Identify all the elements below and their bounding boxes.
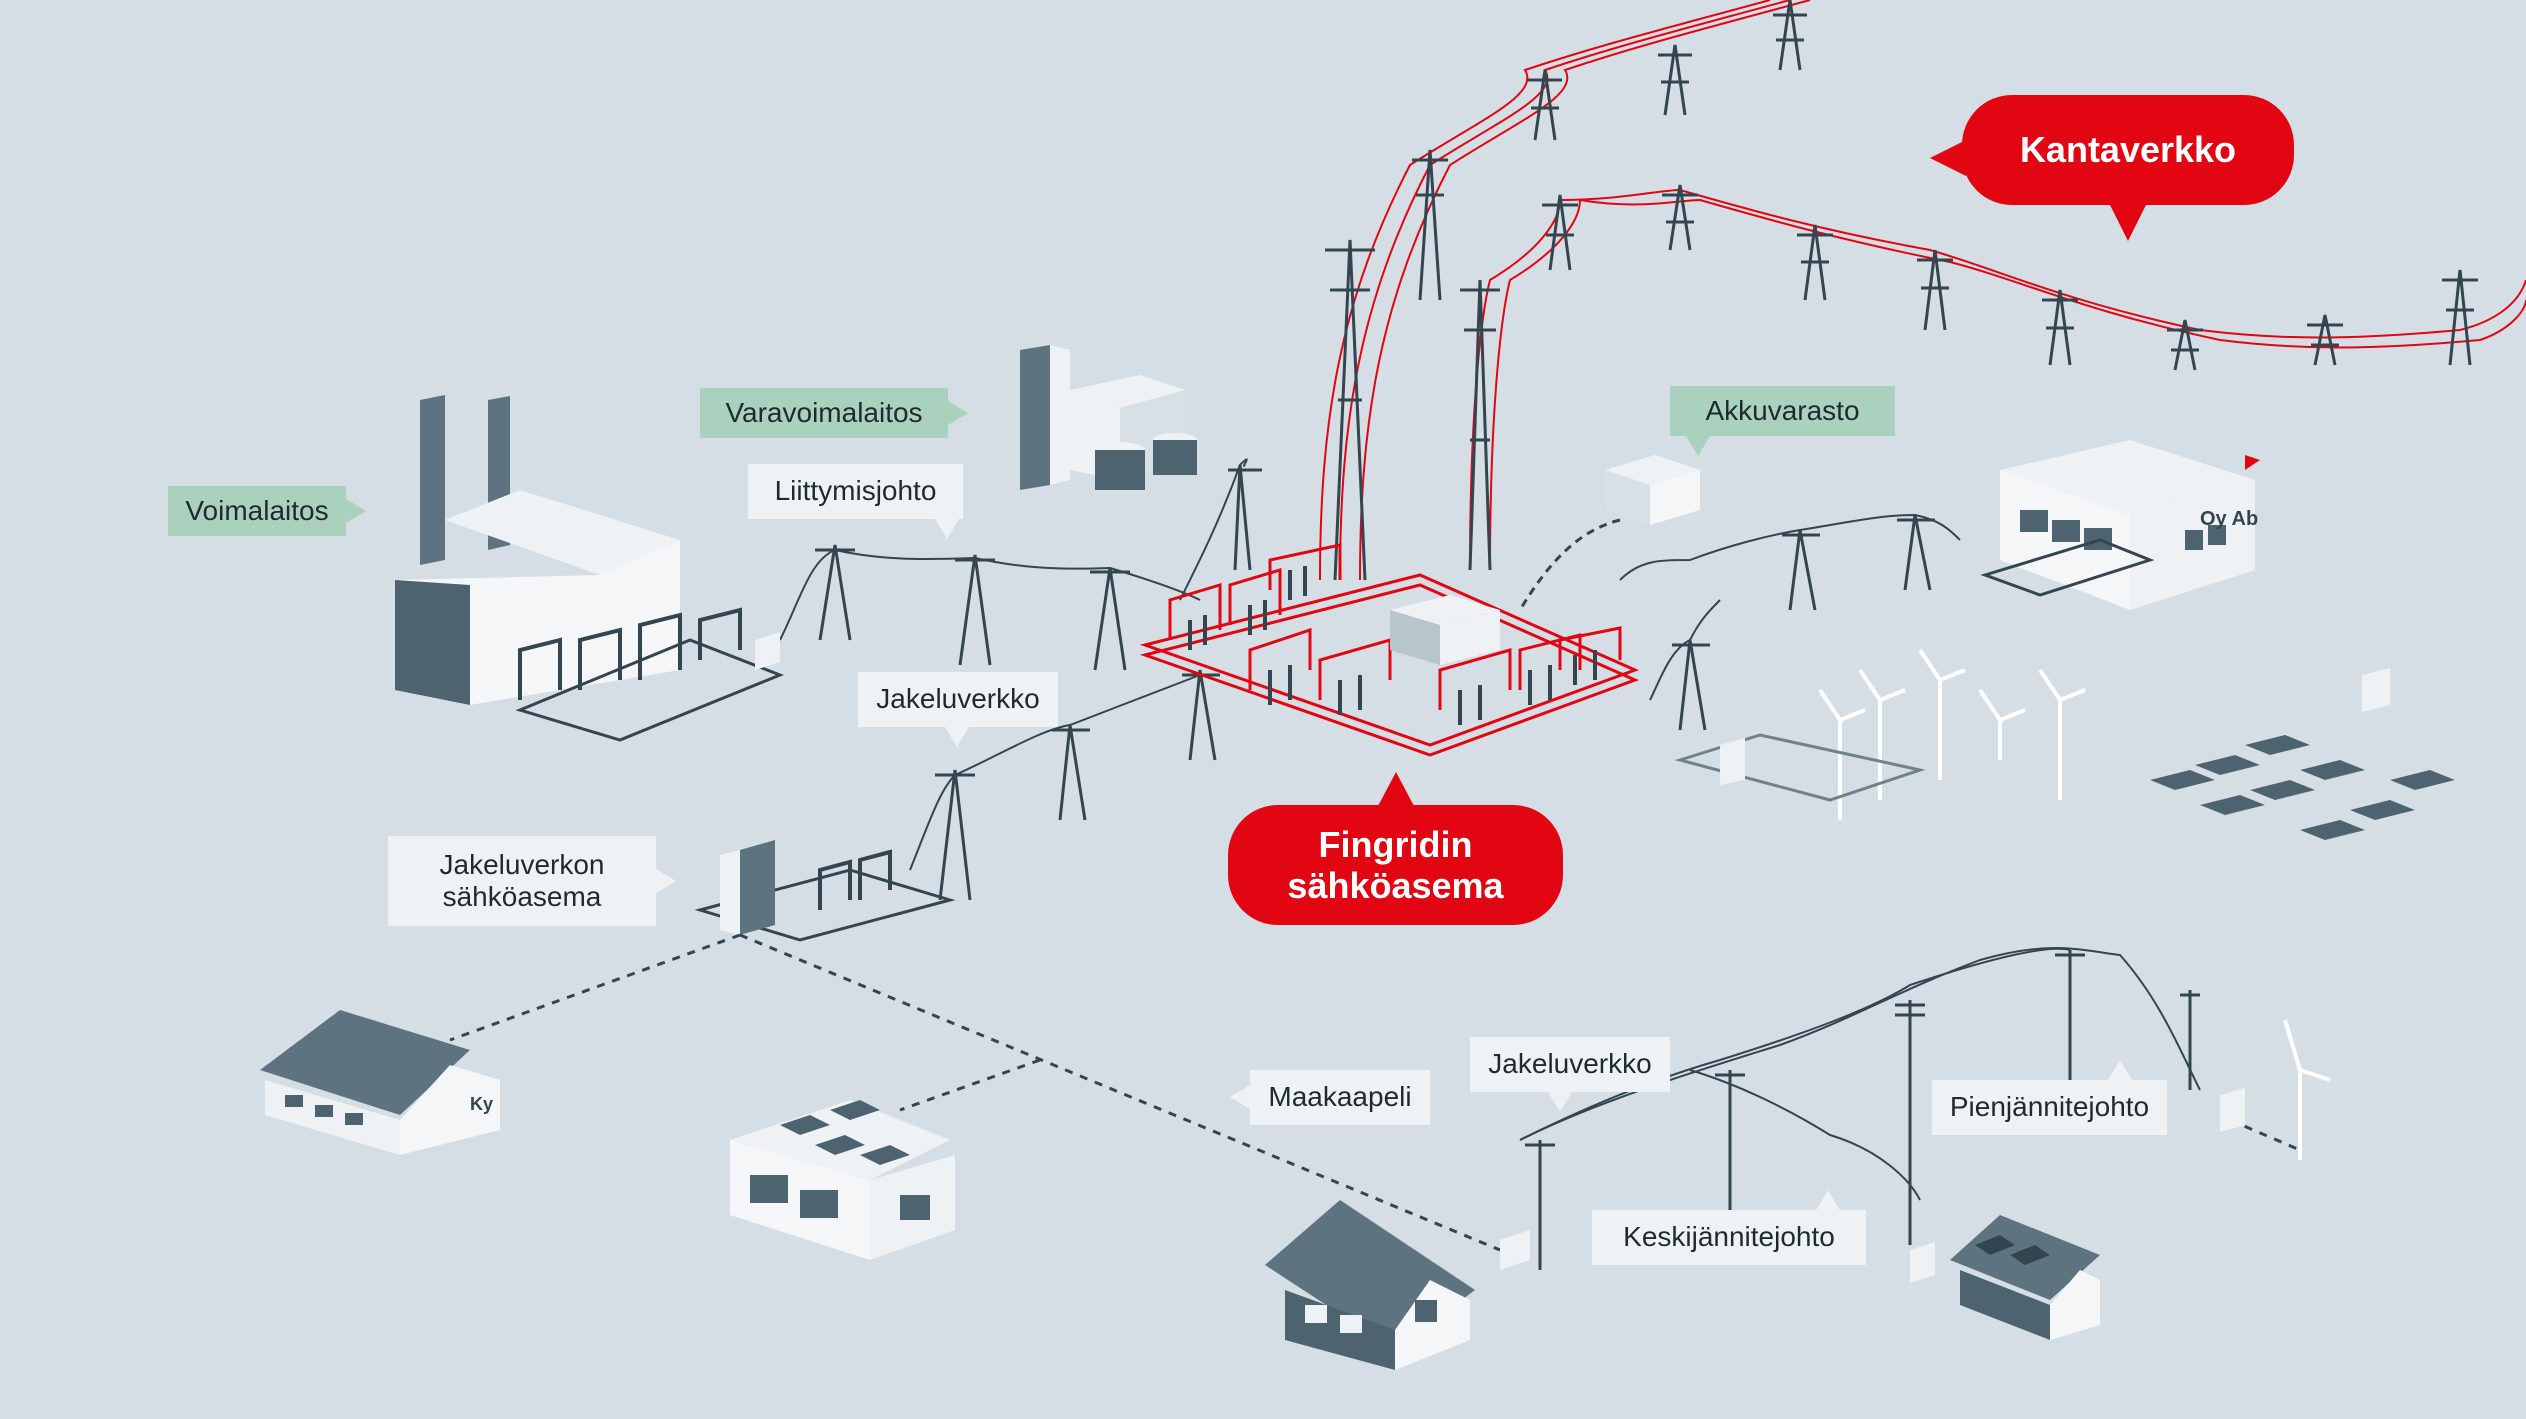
tower-13 — [2307, 314, 2343, 366]
underground-cables — [449, 933, 2301, 1252]
varavoimalaitos-label: Varavoimalaitos — [700, 388, 948, 438]
pienjannitejohto-label: Pienjännitejohto — [1932, 1080, 2167, 1135]
kantaverkko-label: Kantaverkko — [1962, 95, 2294, 205]
tower-5 — [1773, 0, 1807, 71]
house-sign: Ky — [470, 1094, 493, 1114]
tower-6 — [1460, 279, 1500, 571]
house-ky: Ky — [260, 1010, 500, 1155]
pienjannitejohto-tail — [2108, 1060, 2132, 1080]
kantaverkko-tail-bottom — [2110, 205, 2146, 241]
jakeluverkon-sahkoasema-tail — [656, 869, 676, 893]
maakaapeli-tail — [1230, 1085, 1250, 1109]
keskijannitejohto-label: Keskijännitejohto — [1592, 1210, 1866, 1265]
fingrid-substation-label: Fingridin sähköasema — [1228, 805, 1563, 925]
jakeluverkko-tail-1 — [945, 727, 969, 747]
jakeluverkon-sahkoasema-label: Jakeluverkon sähköasema — [388, 836, 656, 926]
fingrid-substation — [1139, 543, 1640, 757]
liittymisjohto-label: Liittymisjohto — [748, 464, 963, 519]
backup-power-plant — [1020, 345, 1197, 490]
solar-house — [1950, 1215, 2100, 1340]
low-voltage-lines — [1519, 947, 2201, 1201]
company-sign: Oy Ab — [2200, 508, 2258, 530]
voimalaitos-tail — [346, 499, 366, 523]
family-house — [1265, 1200, 1475, 1370]
jakeluverkko-label-1: Jakeluverkko — [858, 672, 1058, 727]
liittymisjohto-tail — [935, 519, 959, 539]
akkuvarasto-tail — [1686, 436, 1710, 456]
varavoimalaitos-tail — [948, 401, 968, 425]
tower-3 — [1528, 69, 1562, 141]
tower-1 — [1325, 239, 1375, 581]
maakaapeli-label: Maakaapeli — [1250, 1070, 1430, 1125]
cable-boxes — [1500, 668, 2390, 1283]
tower-2 — [1412, 149, 1448, 301]
tower-11 — [2042, 289, 2078, 366]
power-plant — [395, 395, 785, 742]
transmission-towers — [1325, 0, 2478, 581]
tower-10 — [1917, 249, 1953, 331]
keskijannitejohto-tail — [1816, 1190, 1840, 1210]
tower-8 — [1662, 184, 1698, 251]
tower-12 — [2167, 319, 2203, 371]
tower-7 — [1542, 194, 1578, 271]
tower-14 — [2442, 269, 2478, 366]
wind-substation — [1674, 733, 1926, 802]
distribution-substation — [694, 840, 956, 942]
factory-oy-ab: Oy Ab — [1980, 440, 2260, 610]
wind-farm — [1818, 648, 2331, 1160]
tower-9 — [1797, 224, 1833, 301]
transmission-grid — [1319, 0, 2526, 581]
akkuvarasto-label: Akkuvarasto — [1670, 386, 1895, 436]
voimalaitos-label: Voimalaitos — [168, 486, 346, 536]
jakeluverkko-tail-2 — [1548, 1092, 1572, 1112]
shop — [730, 1100, 955, 1260]
jakeluverkko-label-2: Jakeluverkko — [1470, 1037, 1670, 1092]
battery-storage — [1518, 455, 1700, 611]
kantaverkko-tail — [1930, 140, 1966, 176]
tower-4 — [1658, 44, 1692, 116]
solar-field — [2150, 735, 2455, 840]
fingrid-tail — [1378, 772, 1414, 806]
